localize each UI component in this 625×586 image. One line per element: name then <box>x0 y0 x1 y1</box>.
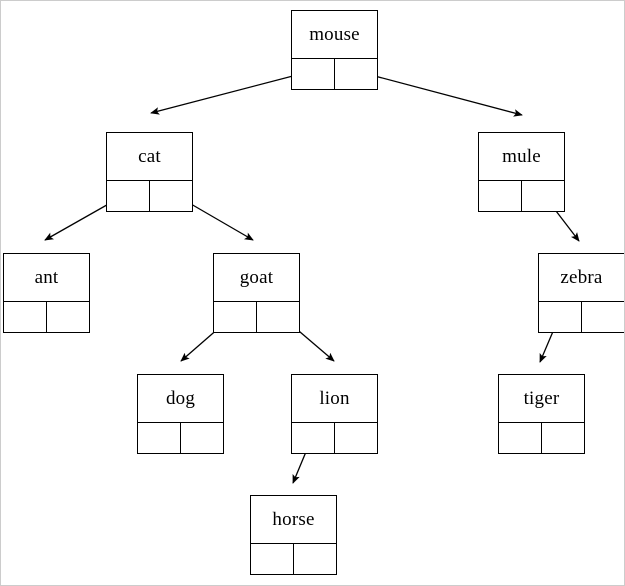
node-pointers-mule <box>479 181 564 211</box>
left-pointer-cell-mouse[interactable] <box>292 59 335 89</box>
node-pointers-tiger <box>499 423 584 453</box>
node-pointers-zebra <box>539 302 624 332</box>
left-pointer-cell-lion[interactable] <box>292 423 335 453</box>
node-label-ant: ant <box>4 254 89 302</box>
node-label-cat: cat <box>107 133 192 181</box>
left-pointer-cell-horse[interactable] <box>251 544 294 574</box>
right-pointer-cell-dog[interactable] <box>181 423 224 453</box>
left-pointer-cell-goat[interactable] <box>214 302 257 332</box>
node-pointers-lion <box>292 423 377 453</box>
edge-mouse-mule <box>355 70 523 117</box>
tree-node-goat[interactable]: goat <box>213 253 300 333</box>
right-pointer-cell-cat[interactable] <box>150 181 193 211</box>
tree-node-lion[interactable]: lion <box>291 374 378 454</box>
edge-mouse-cat <box>150 70 313 115</box>
tree-node-mouse[interactable]: mouse <box>291 10 378 90</box>
node-pointers-ant <box>4 302 89 332</box>
tree-node-cat[interactable]: cat <box>106 132 193 212</box>
node-label-mouse: mouse <box>292 11 377 59</box>
left-pointer-cell-zebra[interactable] <box>539 302 582 332</box>
right-pointer-cell-lion[interactable] <box>335 423 378 453</box>
node-pointers-horse <box>251 544 336 574</box>
node-pointers-mouse <box>292 59 377 89</box>
tree-node-horse[interactable]: horse <box>250 495 337 575</box>
left-pointer-cell-mule[interactable] <box>479 181 522 211</box>
node-label-dog: dog <box>138 375 223 423</box>
left-pointer-cell-tiger[interactable] <box>499 423 542 453</box>
right-pointer-cell-horse[interactable] <box>294 544 337 574</box>
right-pointer-cell-tiger[interactable] <box>542 423 585 453</box>
node-label-mule: mule <box>479 133 564 181</box>
right-pointer-cell-ant[interactable] <box>47 302 90 332</box>
node-pointers-goat <box>214 302 299 332</box>
node-label-zebra: zebra <box>539 254 624 302</box>
right-pointer-cell-goat[interactable] <box>257 302 300 332</box>
node-label-horse: horse <box>251 496 336 544</box>
node-pointers-cat <box>107 181 192 211</box>
node-label-lion: lion <box>292 375 377 423</box>
node-pointers-dog <box>138 423 223 453</box>
right-pointer-cell-mouse[interactable] <box>335 59 378 89</box>
tree-node-dog[interactable]: dog <box>137 374 224 454</box>
left-pointer-cell-cat[interactable] <box>107 181 150 211</box>
right-pointer-cell-zebra[interactable] <box>582 302 625 332</box>
node-label-tiger: tiger <box>499 375 584 423</box>
tree-node-zebra[interactable]: zebra <box>538 253 624 333</box>
tree-node-mule[interactable]: mule <box>478 132 565 212</box>
left-pointer-cell-ant[interactable] <box>4 302 47 332</box>
tree-node-tiger[interactable]: tiger <box>498 374 585 454</box>
tree-node-ant[interactable]: ant <box>3 253 90 333</box>
left-pointer-cell-dog[interactable] <box>138 423 181 453</box>
node-label-goat: goat <box>214 254 299 302</box>
right-pointer-cell-mule[interactable] <box>522 181 565 211</box>
